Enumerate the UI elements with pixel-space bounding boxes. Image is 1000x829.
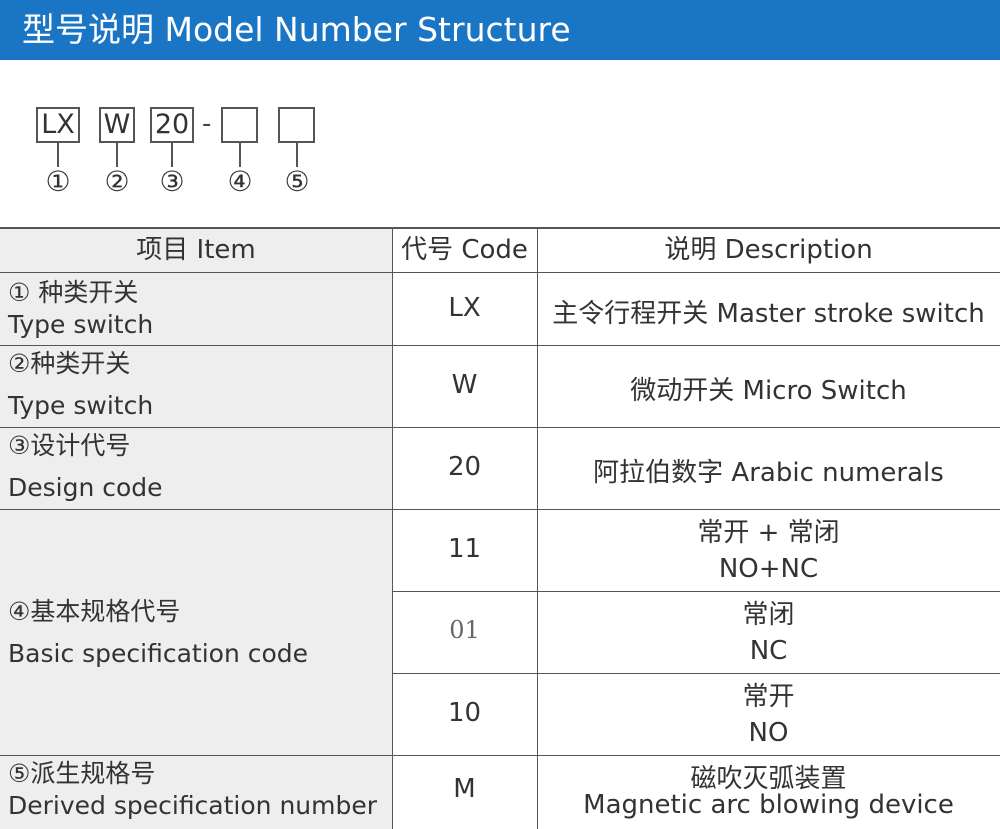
table-row-3-item: ③设计代号 Design code <box>0 428 392 509</box>
table-row-1-code: LX <box>448 293 481 323</box>
table-row-4b-code: 01 <box>449 616 480 644</box>
grid-divider <box>392 673 1000 674</box>
position-number-4: ④ <box>227 165 253 198</box>
item-cn: ① 种类开关 <box>8 278 139 307</box>
header-item: 项目 Item <box>0 229 392 272</box>
leader-line-4 <box>239 143 241 167</box>
grid-divider <box>0 427 1000 428</box>
table-row-4c-code: 10 <box>447 698 482 728</box>
position-number-5: ⑤ <box>284 165 310 198</box>
item-en: Derived specification number <box>8 791 378 820</box>
position-number-2: ② <box>104 165 130 198</box>
header-code: 代号 Code <box>392 229 537 272</box>
position-number-3: ③ <box>159 165 185 198</box>
table-row-4b-description: 常闭 NC <box>742 600 795 666</box>
leader-line-5 <box>296 143 298 167</box>
leader-line-3 <box>171 143 173 167</box>
item-en: Basic specification code <box>8 639 309 668</box>
leader-line-2 <box>116 143 118 167</box>
grid-divider <box>0 755 1000 756</box>
grid-divider <box>0 509 1000 510</box>
item-cn: ④基本规格代号 <box>8 597 181 626</box>
code-box-1: LX <box>36 107 80 143</box>
item-cn: ③设计代号 <box>8 431 131 460</box>
table-row-4a-description: 常开 + 常闭 NO+NC <box>697 518 840 584</box>
model-code-diagram: LX W 20 - ① ② ③ ④ ⑤ <box>0 100 400 210</box>
item-cn: ⑤派生规格号 <box>8 759 156 788</box>
grid-divider <box>0 272 1000 273</box>
grid-divider <box>0 345 1000 346</box>
grid-divider <box>392 591 1000 592</box>
table-row-2-code: W <box>451 370 478 400</box>
code-box-2: W <box>99 107 135 143</box>
code-box-5 <box>278 107 315 143</box>
table-row-5-code: M <box>453 774 476 804</box>
item-cn: ②种类开关 <box>8 349 131 378</box>
table-row-2-item: ②种类开关 Type switch <box>0 346 392 427</box>
table-row-3-code: 20 <box>447 452 482 482</box>
code-box-4 <box>221 107 258 143</box>
item-en: Type switch <box>8 310 154 339</box>
grid-divider <box>537 229 538 829</box>
table-row-4-item: ④基本规格代号 Basic specification code <box>0 510 392 755</box>
table-row-3-description: 阿拉伯数字 Arabic numerals <box>593 458 944 488</box>
table-row-1-item: ① 种类开关 Type switch <box>0 273 392 345</box>
item-en: Type switch <box>8 391 154 420</box>
header-description: 说明 Description <box>537 229 1000 272</box>
table-row-1-description: 主令行程开关 Master stroke switch <box>552 299 985 329</box>
header-bar: 型号说明 Model Number Structure <box>0 0 1000 60</box>
model-structure-table: 项目 Item 代号 Code 说明 Description ① 种类开关 Ty… <box>0 227 1000 829</box>
table-row-4a-code: 11 <box>447 534 482 564</box>
item-en: Design code <box>8 473 163 502</box>
code-separator: - <box>202 109 212 139</box>
table-row-4c-description: 常开 NO <box>742 682 795 748</box>
page-title: 型号说明 Model Number Structure <box>22 10 571 49</box>
table-row-2-description: 微动开关 Micro Switch <box>630 376 907 406</box>
code-box-3: 20 <box>150 107 194 143</box>
leader-line-1 <box>57 143 59 167</box>
position-number-1: ① <box>45 165 71 198</box>
grid-divider <box>392 229 393 829</box>
table-row-5-item: ⑤派生规格号 Derived specification number <box>0 756 392 829</box>
table-row-5-description: 磁吹灭弧装置 Magnetic arc blowing device <box>583 764 954 820</box>
